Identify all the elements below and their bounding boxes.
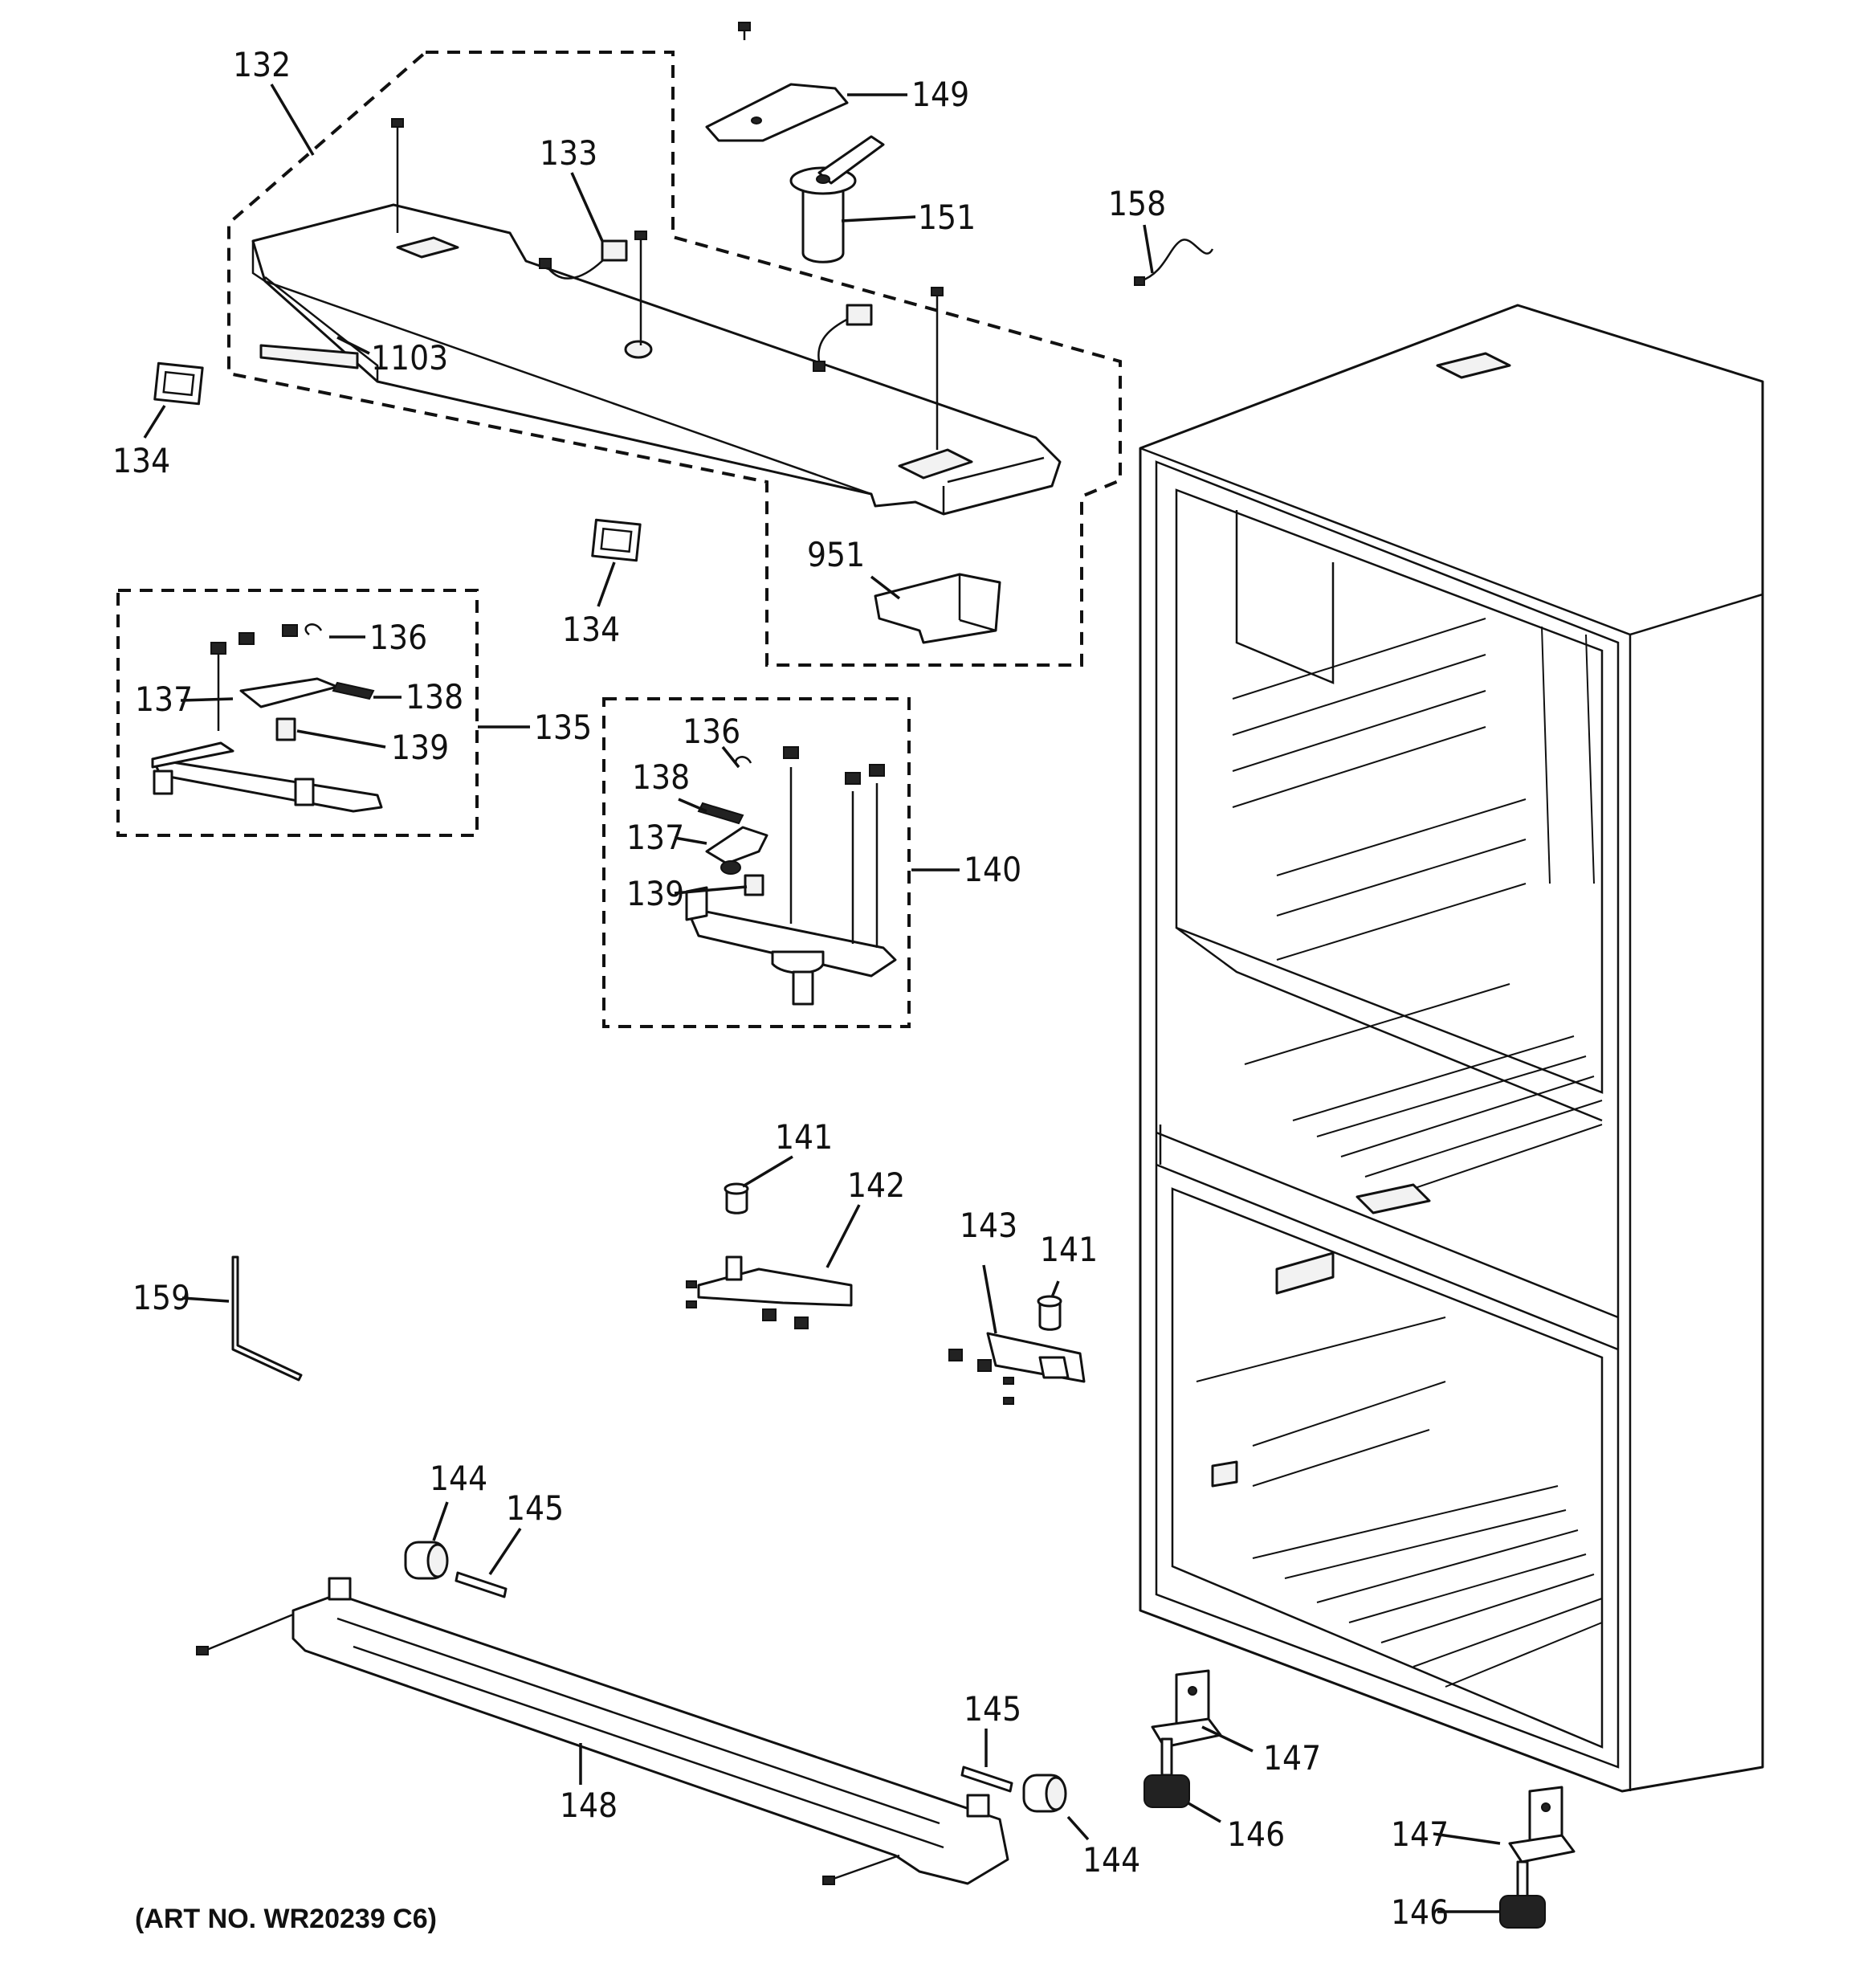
hinge-pin-151 [789, 135, 885, 263]
callout-141-right: 141 [1040, 1230, 1098, 1269]
hinge-bracket-142 [686, 1255, 853, 1329]
callout-138-left: 138 [406, 677, 463, 716]
callout-136-right: 136 [683, 712, 740, 751]
callout-145-right: 145 [964, 1689, 1021, 1729]
roller-144-left [404, 1541, 449, 1580]
roller-144-right [1022, 1774, 1067, 1813]
switch-harness-right [813, 304, 873, 372]
leader-lines [143, 84, 1501, 1913]
hex-wrench-159 [231, 1255, 303, 1382]
group-135-dashed-outline [116, 589, 479, 837]
group-140-dashed-outline [602, 697, 911, 1028]
callout-135: 135 [534, 708, 592, 747]
cover-951 [874, 573, 1001, 644]
top-hinge-cover [251, 203, 1062, 516]
hinge-screw-top-left [391, 118, 404, 233]
hinge-screw-top-center [634, 231, 647, 345]
callout-148: 148 [560, 1786, 618, 1825]
callout-146-rear: 146 [1391, 1892, 1449, 1932]
hinge-cover-149 [705, 22, 849, 142]
leveler-foot-146-rear [1499, 1860, 1546, 1929]
hinge-assembly-140 [685, 746, 897, 1006]
leveler-bracket-147-rear [1508, 1786, 1576, 1863]
callout-133: 133 [540, 133, 597, 173]
callout-146-front: 146 [1227, 1815, 1285, 1854]
mounting-screw-right [822, 1854, 900, 1885]
hinge-bushing-141-right [1037, 1295, 1062, 1331]
callout-138-right: 138 [632, 757, 690, 797]
callout-140: 140 [964, 850, 1021, 889]
hinge-assembly-135 [151, 623, 383, 813]
callout-144-right: 144 [1082, 1840, 1140, 1880]
callout-141-center: 141 [775, 1117, 833, 1157]
callout-151: 151 [918, 198, 976, 237]
hinge-screw-top-right [931, 287, 944, 450]
handle-148 [291, 1577, 1009, 1885]
callout-137-left: 137 [135, 680, 193, 719]
pin-145-right [960, 1766, 1013, 1793]
callout-149: 149 [911, 75, 969, 114]
callout-144-left: 144 [430, 1459, 487, 1498]
callout-134-center: 134 [562, 610, 620, 649]
mounting-screw-left [196, 1613, 294, 1655]
callout-145-left: 145 [506, 1488, 564, 1528]
hinge-shim-134-left [153, 361, 204, 406]
callout-143: 143 [960, 1206, 1017, 1245]
callout-139-right: 139 [626, 874, 684, 913]
wire-158 [1134, 239, 1214, 286]
callout-158: 158 [1108, 184, 1166, 223]
group-132-dashed-outline [227, 51, 1122, 667]
callout-137-right: 137 [626, 818, 684, 857]
callout-159: 159 [132, 1278, 190, 1317]
callout-1103: 1103 [371, 338, 448, 378]
refrigerator-cabinet [1139, 304, 1764, 1793]
callout-132: 132 [233, 45, 291, 84]
callout-951: 951 [807, 535, 865, 574]
callout-147-front: 147 [1263, 1738, 1321, 1778]
callout-136-left: 136 [369, 618, 427, 657]
pin-145-left [455, 1571, 508, 1598]
callout-147-rear: 147 [1391, 1815, 1449, 1854]
hinge-bracket-143 [948, 1332, 1086, 1405]
leveler-foot-146-front [1143, 1737, 1190, 1808]
art-number: (ART NO. WR20239 C6) [135, 1904, 437, 1934]
switch-harness-133 [539, 239, 628, 280]
leveler-bracket-147-front [1151, 1669, 1222, 1749]
hinge-bushing-141-center [724, 1182, 749, 1214]
callout-142: 142 [847, 1165, 905, 1205]
callout-134-left: 134 [112, 441, 170, 480]
callout-139-left: 139 [391, 728, 449, 767]
hinge-shim-134-center [591, 518, 642, 562]
